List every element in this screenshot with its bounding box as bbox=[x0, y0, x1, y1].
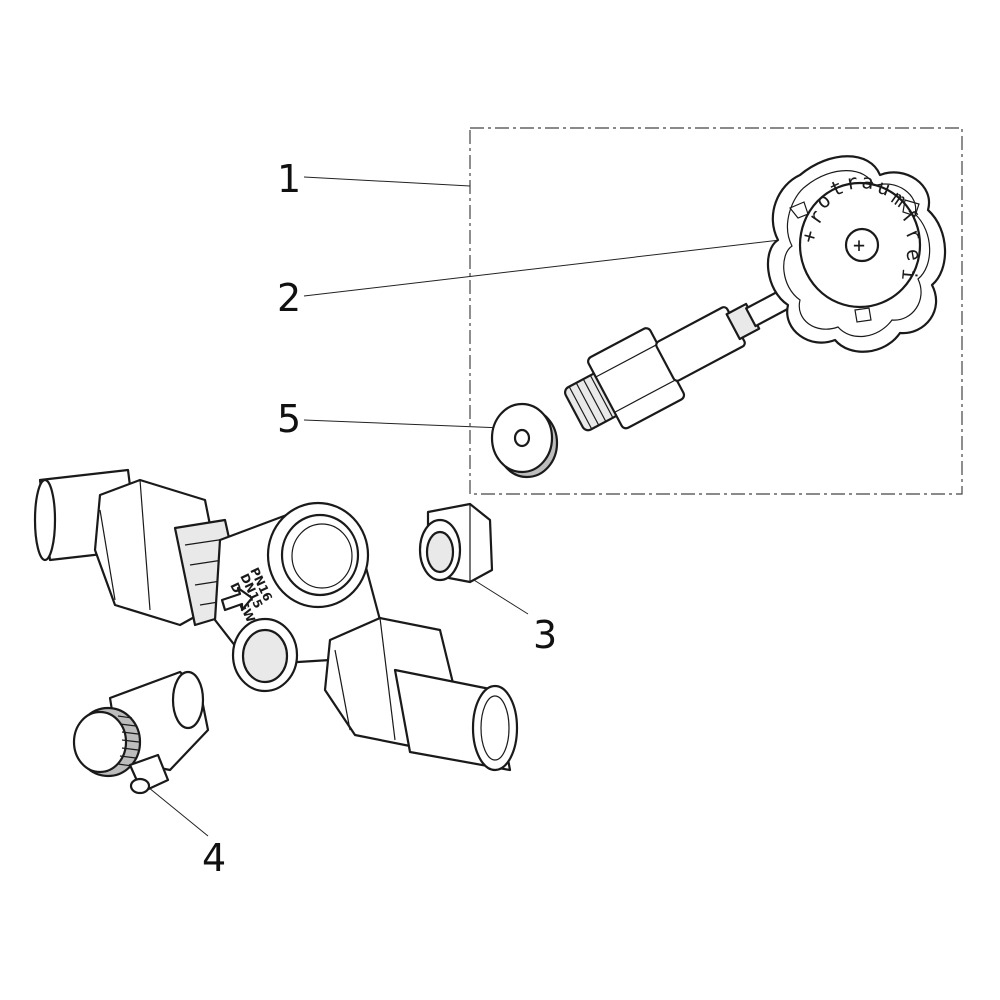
callout-labels: 1 2 5 3 4 bbox=[202, 157, 557, 880]
right-tailpiece bbox=[393, 668, 519, 772]
leader-line-2 bbox=[303, 239, 781, 297]
callout-2: 2 bbox=[277, 276, 301, 320]
part-group-boundary bbox=[469, 127, 963, 495]
callout-1: 1 bbox=[277, 157, 301, 201]
valve-headpiece: + r o t r a u m f r e i + bbox=[564, 155, 947, 432]
plug-cap bbox=[418, 502, 494, 584]
svg-text:r: r bbox=[844, 169, 860, 195]
flow-arrow bbox=[220, 586, 254, 612]
svg-text:e: e bbox=[901, 247, 927, 263]
callout-4: 4 bbox=[202, 836, 226, 880]
handwheel-center-plus: + bbox=[853, 233, 865, 257]
drain-valve bbox=[72, 670, 210, 795]
top-port bbox=[266, 501, 370, 609]
svg-text:+: + bbox=[796, 227, 822, 245]
leader-line-4 bbox=[142, 782, 209, 837]
valve-body: PN16 DN15 DVGW bbox=[33, 468, 519, 772]
handwheel-lettering: r o t r a u m f r e i + bbox=[796, 169, 928, 282]
handwheel: + r o t r a u m f r e i + bbox=[766, 155, 947, 353]
callout-3: 3 bbox=[533, 613, 557, 657]
svg-text:i: i bbox=[897, 268, 922, 282]
drain-port bbox=[231, 617, 299, 693]
leader-line-1 bbox=[303, 176, 471, 187]
callout-5: 5 bbox=[277, 397, 301, 441]
leader-line-5 bbox=[303, 419, 504, 429]
svg-text:a: a bbox=[861, 169, 875, 194]
washer bbox=[490, 402, 559, 479]
